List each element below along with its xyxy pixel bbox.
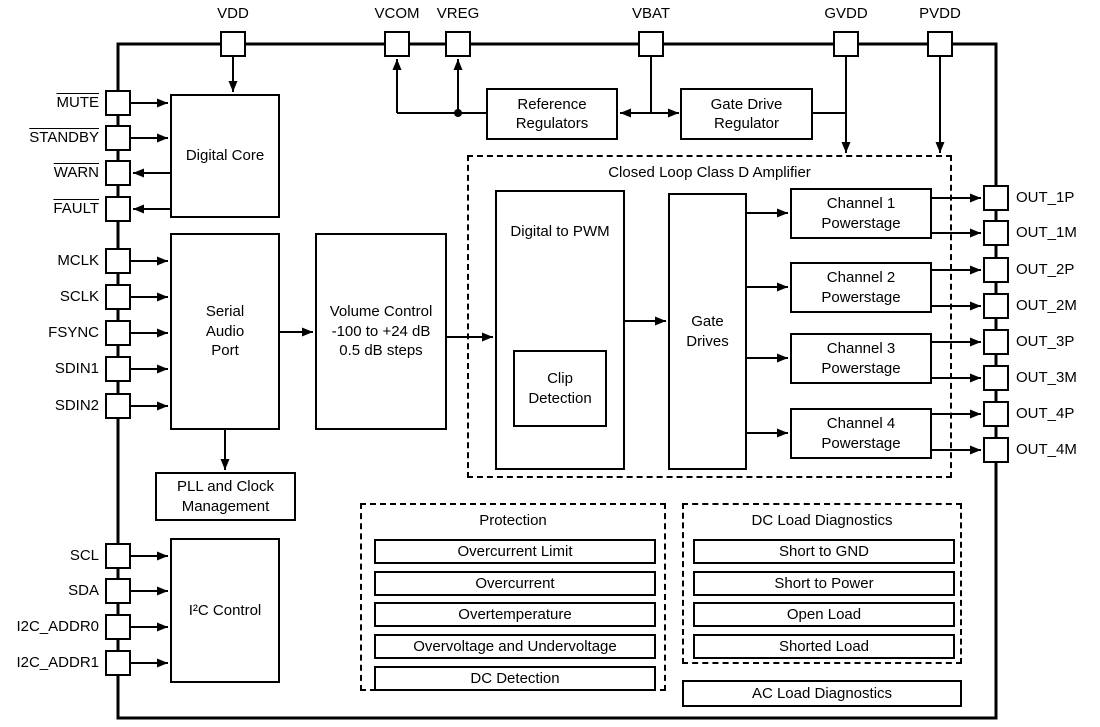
- dc-load-item-open-load: Open Load: [693, 602, 955, 627]
- pin-label-out-1m: OUT_1M: [1016, 224, 1077, 241]
- closed-loop-class-d-amplifier-group: Closed Loop Class D Amplifier: [467, 155, 952, 478]
- pin-i2c-addr1: [105, 650, 131, 676]
- digital-to-pwm-block: Digital to PWM: [495, 190, 625, 470]
- digital-core-block: Digital Core: [170, 94, 280, 218]
- dc-load-diagnostics-group: DC Load Diagnostics Short to GND Short t…: [682, 503, 962, 664]
- pin-label-sdin1: SDIN1: [54, 360, 99, 377]
- pin-vbat: [638, 31, 664, 57]
- protection-item-overtemperature: Overtemperature: [374, 602, 656, 627]
- pin-label-fault: FAULT: [53, 200, 99, 217]
- pin-fsync: [105, 320, 131, 346]
- pin-mclk: [105, 248, 131, 274]
- pin-out-2m: [983, 293, 1009, 319]
- gate-drive-regulator-block: Gate Drive Regulator: [680, 88, 813, 140]
- clip-detection-block: Clip Detection: [513, 350, 607, 427]
- volume-control-block: Volume Control -100 to +24 dB 0.5 dB ste…: [315, 233, 447, 430]
- signal-lines: [220, 208, 788, 470]
- pin-out-4m: [983, 437, 1009, 463]
- pin-warn: [105, 160, 131, 186]
- channel-1-powerstage-block: Channel 1 Powerstage: [790, 188, 932, 239]
- pin-label-sdin2: SDIN2: [54, 397, 99, 414]
- pin-label-mclk: MCLK: [57, 252, 99, 269]
- junction-dot: [454, 109, 462, 117]
- pin-label-vcom: VCOM: [374, 5, 420, 22]
- pin-gvdd: [833, 31, 859, 57]
- pin-label-pvdd: PVDD: [919, 5, 961, 22]
- pin-sdin1: [105, 356, 131, 382]
- power-lines: [228, 57, 945, 153]
- pin-scl: [105, 543, 131, 569]
- ac-load-diagnostics-block: AC Load Diagnostics: [682, 680, 962, 707]
- pin-label-i2c-addr1: I2C_ADDR1: [16, 654, 99, 671]
- protection-item-overcurrent-limit: Overcurrent Limit: [374, 539, 656, 564]
- pin-mute: [105, 90, 131, 116]
- dc-load-item-short-to-gnd: Short to GND: [693, 539, 955, 564]
- channel-3-powerstage-block: Channel 3 Powerstage: [790, 333, 932, 384]
- pin-label-out-1p: OUT_1P: [1016, 189, 1075, 206]
- reference-regulators-block: Reference Regulators: [486, 88, 618, 140]
- pin-vreg: [445, 31, 471, 57]
- protection-group: Protection Overcurrent Limit Overcurrent…: [360, 503, 666, 691]
- pin-out-3p: [983, 329, 1009, 355]
- dc-load-item-short-to-power: Short to Power: [693, 571, 955, 596]
- pin-label-vbat: VBAT: [631, 5, 671, 22]
- protection-title: Protection: [479, 512, 547, 529]
- pin-i2c-addr0: [105, 614, 131, 640]
- pin-sdin2: [105, 393, 131, 419]
- pin-label-fsync: FSYNC: [48, 324, 99, 341]
- pin-label-out-3m: OUT_3M: [1016, 369, 1077, 386]
- pin-label-out-2m: OUT_2M: [1016, 297, 1077, 314]
- pin-label-gvdd: GVDD: [824, 5, 868, 22]
- pin-label-mute: MUTE: [56, 94, 100, 111]
- pin-label-warn: WARN: [53, 164, 99, 181]
- pin-label-out-4m: OUT_4M: [1016, 441, 1077, 458]
- pin-label-vdd: VDD: [217, 5, 249, 22]
- pin-sda: [105, 578, 131, 604]
- pin-out-1p: [983, 185, 1009, 211]
- pin-fault: [105, 196, 131, 222]
- left-pin-lines: [131, 98, 170, 668]
- output-lines: [932, 193, 981, 455]
- pin-label-out-3p: OUT_3P: [1016, 333, 1075, 350]
- pin-label-i2c-addr0: I2C_ADDR0: [16, 618, 99, 635]
- pin-label-standby: STANDBY: [29, 129, 99, 146]
- pin-vcom: [384, 31, 410, 57]
- pin-label-out-2p: OUT_2P: [1016, 261, 1075, 278]
- pin-label-sda: SDA: [68, 582, 99, 599]
- pin-sclk: [105, 284, 131, 310]
- channel-2-powerstage-block: Channel 2 Powerstage: [790, 262, 932, 313]
- pin-vdd: [220, 31, 246, 57]
- protection-item-overcurrent: Overcurrent: [374, 571, 656, 596]
- protection-item-overvoltage-undervoltage: Overvoltage and Undervoltage: [374, 634, 656, 659]
- serial-audio-port-block: Serial Audio Port: [170, 233, 280, 430]
- i2c-control-block: I²C Control: [170, 538, 280, 683]
- pin-label-sclk: SCLK: [59, 288, 99, 305]
- pin-label-out-4p: OUT_4P: [1016, 405, 1075, 422]
- pin-out-4p: [983, 401, 1009, 427]
- pll-clock-management-block: PLL and Clock Management: [155, 472, 296, 521]
- pin-out-1m: [983, 220, 1009, 246]
- pin-out-3m: [983, 365, 1009, 391]
- protection-item-dc-detection: DC Detection: [374, 666, 656, 691]
- pin-standby: [105, 125, 131, 151]
- gate-drives-block: Gate Drives: [668, 193, 747, 470]
- closed-loop-title: Closed Loop Class D Amplifier: [608, 164, 811, 181]
- pin-label-scl: SCL: [69, 547, 99, 564]
- pin-out-2p: [983, 257, 1009, 283]
- pin-pvdd: [927, 31, 953, 57]
- dc-load-item-shorted-load: Shorted Load: [693, 634, 955, 659]
- channel-4-powerstage-block: Channel 4 Powerstage: [790, 408, 932, 459]
- dc-load-diagnostics-title: DC Load Diagnostics: [751, 512, 893, 529]
- pin-label-vreg: VREG: [436, 5, 480, 22]
